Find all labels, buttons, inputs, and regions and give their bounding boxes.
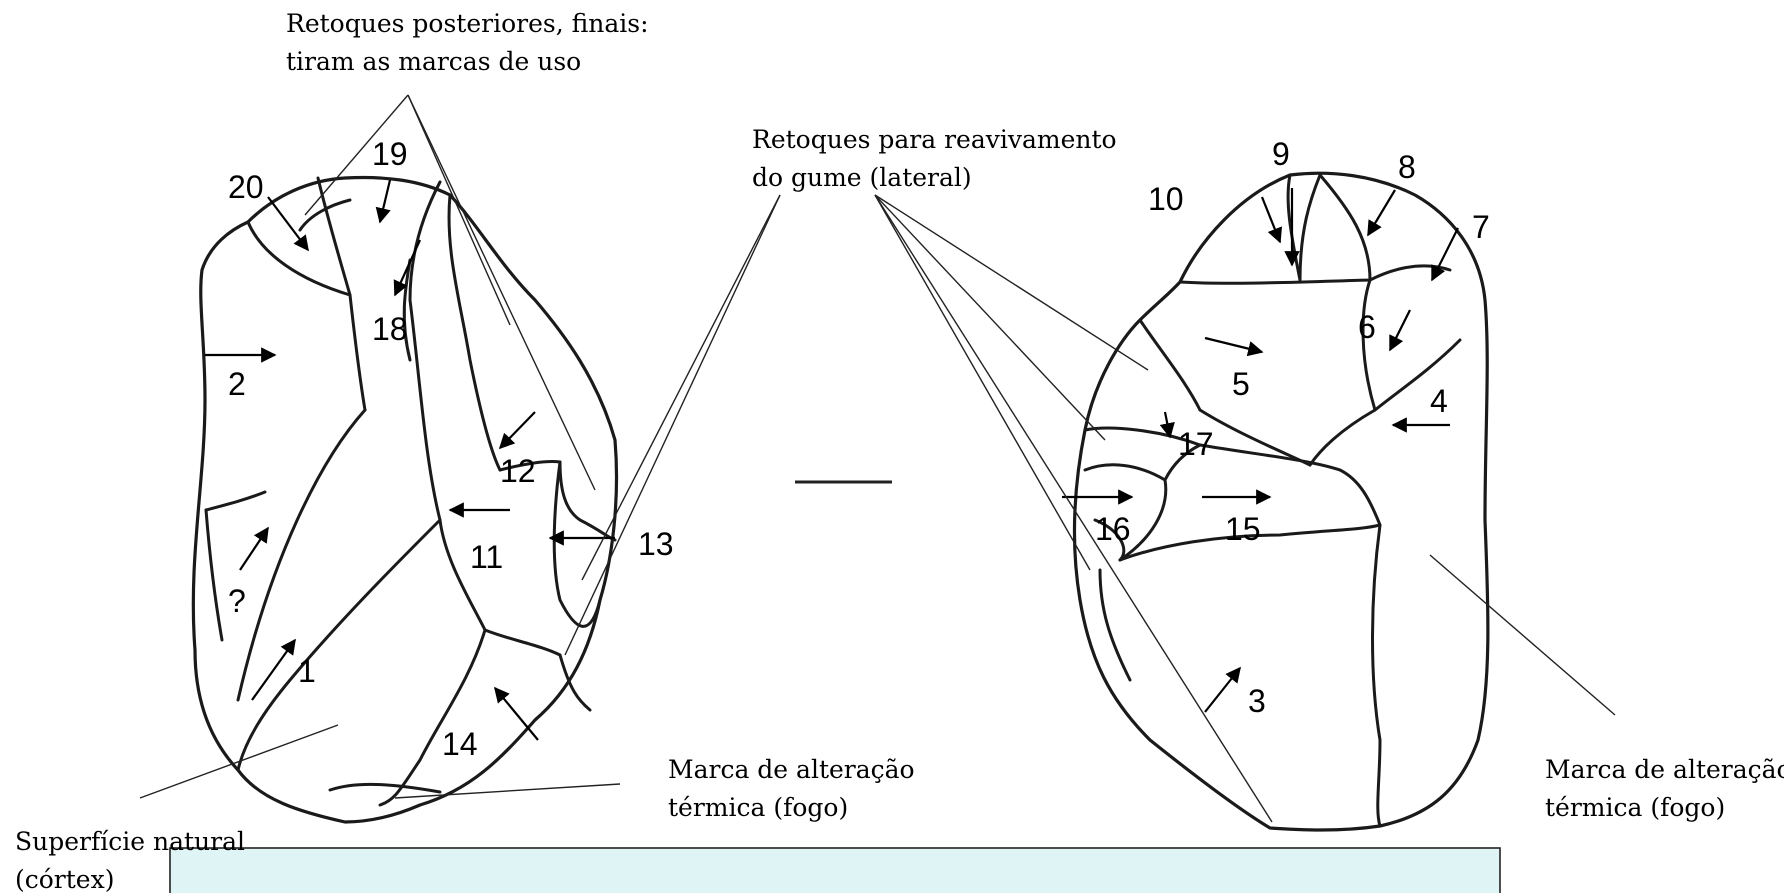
removal-3: 3 <box>1248 683 1266 719</box>
removal-20: 20 <box>228 169 264 205</box>
removal-9: 9 <box>1272 136 1290 172</box>
label-superficie-natural-1: Superfície natural <box>15 827 245 856</box>
removal-10: 10 <box>1148 181 1184 217</box>
removal-15: 15 <box>1225 511 1261 547</box>
right-face-outline <box>1072 171 1490 832</box>
removal-8: 8 <box>1398 149 1416 185</box>
label-superficie-natural-2: (córtex) <box>15 865 114 893</box>
label-marca-termica-right-1: Marca de alteração <box>1545 755 1784 784</box>
removal-17: 17 <box>1178 426 1214 462</box>
label-retoques-reavivamento-2: do gume (lateral) <box>752 163 972 192</box>
left-face-outline <box>191 175 619 824</box>
removal-4: 4 <box>1430 383 1448 419</box>
label-retoques-reavivamento-1: Retoques para reavivamento <box>752 125 1117 154</box>
removal-2: 2 <box>228 366 246 402</box>
removal-7: 7 <box>1472 209 1490 245</box>
removal-16: 16 <box>1095 511 1131 547</box>
label-marca-termica-left-2: térmica (fogo) <box>668 793 848 822</box>
removal-5: 5 <box>1232 366 1250 402</box>
label-retoques-posteriores-2: tiram as marcas de uso <box>286 47 581 76</box>
removal-1: 1 <box>298 653 316 689</box>
caption-panel <box>169 847 1501 893</box>
label-marca-termica-right-2: térmica (fogo) <box>1545 793 1725 822</box>
removal-14: 14 <box>442 726 478 762</box>
removal-12: 12 <box>500 453 536 489</box>
removal-19: 19 <box>372 136 408 172</box>
removal-13: 13 <box>638 526 674 562</box>
removal-question: ? <box>228 583 246 619</box>
label-retoques-posteriores-1: Retoques posteriores, finais: <box>286 9 649 38</box>
left-face: 20 19 18 2 ? 1 12 11 13 14 <box>191 136 674 824</box>
removal-18: 18 <box>372 311 408 347</box>
right-face: 9 8 10 7 6 5 4 17 16 15 3 <box>1062 136 1490 832</box>
leader-lines <box>139 94 1616 823</box>
removal-6: 6 <box>1358 309 1376 345</box>
label-marca-termica-left-1: Marca de alteração <box>668 755 915 784</box>
removal-11: 11 <box>470 539 503 575</box>
